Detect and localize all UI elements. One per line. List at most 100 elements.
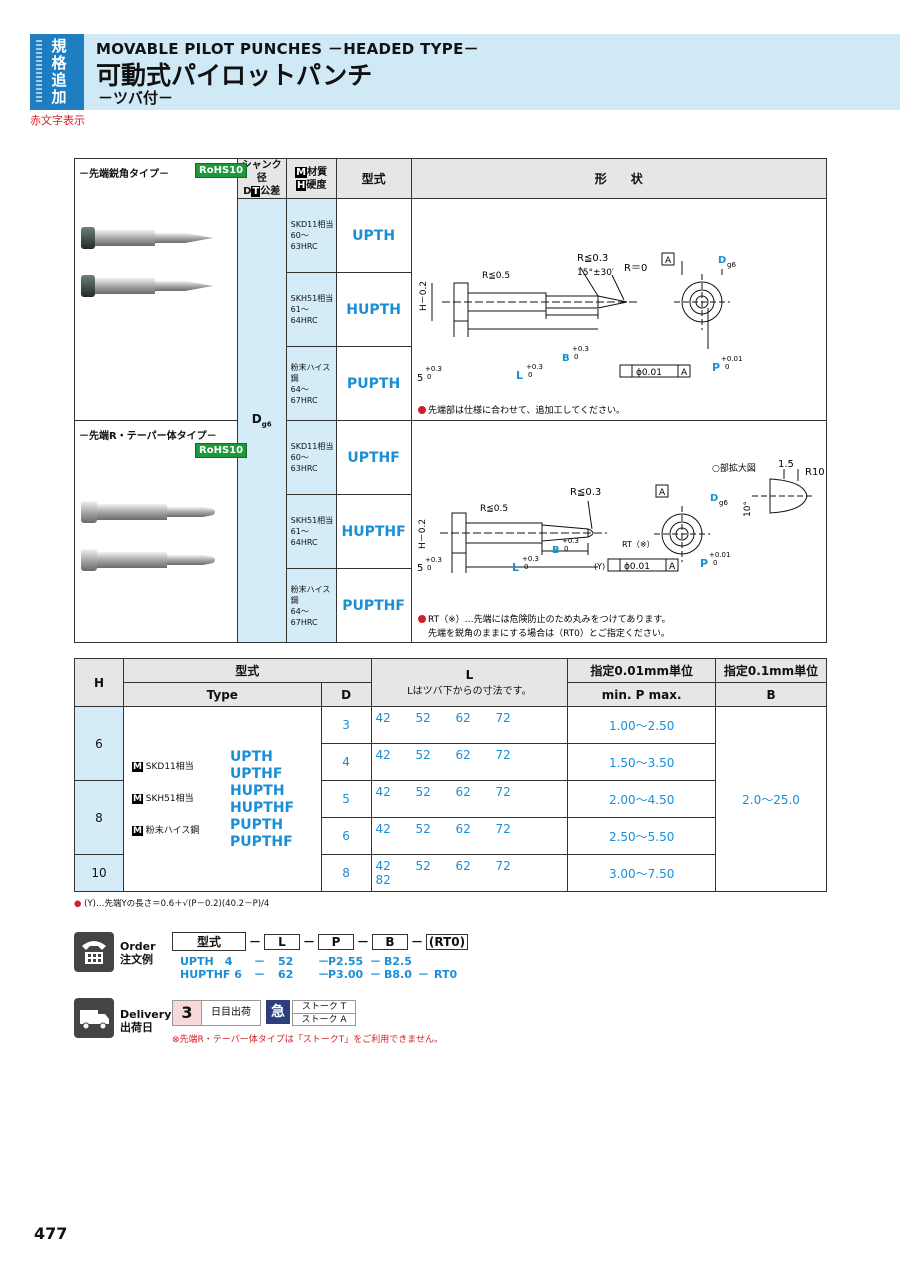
svg-text:+0.3: +0.3 <box>522 555 539 563</box>
p-range: 2.00～4.50 <box>567 780 717 818</box>
svg-text:L: L <box>512 561 519 574</box>
svg-text:g6: g6 <box>719 499 728 507</box>
d-value: 8 <box>320 854 372 892</box>
svg-text:0: 0 <box>574 353 578 361</box>
svg-text:A: A <box>681 368 688 378</box>
delivery-days-label: 日目出荷 <box>201 1000 261 1026</box>
svg-text:R≦0.5: R≦0.5 <box>480 504 508 514</box>
h-header: H <box>74 658 124 707</box>
truck-icon <box>74 998 114 1038</box>
title-japanese: 可動式パイロットパンチ <box>96 61 373 90</box>
type-header-en: Type <box>122 682 322 707</box>
p-range: 3.00～7.50 <box>567 854 717 892</box>
svg-text:先端を鋭角のままにする場合は（RT0）とご指定ください。: 先端を鋭角のままにする場合は（RT0）とご指定ください。 <box>428 627 670 639</box>
svg-text:0: 0 <box>528 371 532 379</box>
svg-text:P: P <box>712 361 720 374</box>
svg-text:10°: 10° <box>743 501 753 517</box>
svg-text:1.5: 1.5 <box>778 459 794 470</box>
svg-text:+0.3: +0.3 <box>425 365 442 373</box>
svg-text:5: 5 <box>417 563 423 574</box>
p-range: 2.50～5.50 <box>567 817 717 855</box>
h-value: 8 <box>74 780 124 855</box>
type-upth: UPTH <box>335 198 412 273</box>
sharp-punch-photo <box>81 226 213 297</box>
h-value: 6 <box>74 706 124 781</box>
shape-header: 形 状 <box>410 158 828 199</box>
svg-text:D: D <box>718 255 726 266</box>
svg-text:R≦0.5: R≦0.5 <box>482 271 510 281</box>
svg-text:R＝0: R＝0 <box>624 263 647 274</box>
svg-text:+0.01: +0.01 <box>709 551 730 559</box>
svg-text:0: 0 <box>713 559 717 567</box>
svg-text:A: A <box>665 256 672 266</box>
svg-text:R≦0.3: R≦0.3 <box>570 487 601 498</box>
page-number: 477 <box>34 1224 68 1243</box>
type-header: 型式 <box>335 158 412 199</box>
photo-cell-taper: －先端R・テーパー体タイプ－ RoHS10 <box>74 420 248 643</box>
b-unit-header: 指定0.1mm単位 <box>715 658 827 683</box>
svg-text:+0.01: +0.01 <box>721 355 742 363</box>
svg-text:L: L <box>516 369 523 382</box>
svg-text:0: 0 <box>427 564 431 572</box>
phone-icon <box>74 932 114 972</box>
material-list: M SKD11相当 M SKH51相当 M 粉末ハイス鋼 <box>131 762 200 836</box>
delivery-note: ⊗先端R・テーパー体タイプは「ストークT」をご利用できません。 <box>172 1035 443 1045</box>
svg-text:R10: R10 <box>805 467 825 478</box>
photo-cell-sharp <box>74 198 238 421</box>
subtitle: －ツバ付－ <box>98 89 174 107</box>
type-hupthf: HUPTHF <box>335 494 412 569</box>
d-value: 6 <box>320 817 372 855</box>
svg-text:先端部は仕様に合わせて、追加工してください。: 先端部は仕様に合わせて、追加工してください。 <box>428 404 625 416</box>
p-header: min. P max. <box>567 682 717 707</box>
svg-text:D: D <box>710 493 718 504</box>
d-value: 3 <box>320 706 372 744</box>
group-label-taper: －先端R・テーパー体タイプ－ <box>79 431 217 442</box>
type-upthf: UPTHF <box>335 420 412 495</box>
d-value: 4 <box>320 743 372 781</box>
rohs-badge: RoHS10 <box>195 163 248 178</box>
svg-text:5: 5 <box>417 373 423 384</box>
svg-text:ϕ0.01: ϕ0.01 <box>624 562 650 572</box>
svg-text:+0.3: +0.3 <box>572 345 589 353</box>
svg-text:B: B <box>552 545 560 556</box>
rohs-badge: RoHS10 <box>195 443 248 458</box>
svg-text:0: 0 <box>524 563 528 571</box>
sharp-drawing-svg: R≦0.5 R≦0.3 15°±30′ R＝0 H－0.2 5 +0.3 0 L… <box>417 252 742 416</box>
d-header: D <box>320 682 372 707</box>
y-length-footnote: ● (Y)…先端Yの長さ＝0.6＋√(P－0.2)(40.2－P)/4 <box>74 899 270 909</box>
svg-text:+0.3: +0.3 <box>425 556 442 564</box>
svg-text:P: P <box>700 557 708 570</box>
svg-text:g6: g6 <box>727 261 736 269</box>
b-range: 2.0～25.0 <box>715 706 827 892</box>
spec-table: －先端鋭角タイプ－ RoHS10 シャンク径 DT公差 M材質 H硬度 型式 形… <box>74 158 828 643</box>
type-pupthf: PUPTHF <box>335 568 412 643</box>
group-label-sharp: －先端鋭角タイプ－ <box>79 169 169 180</box>
svg-text:H－0.2: H－0.2 <box>418 519 428 549</box>
p-unit-header: 指定0.01mm単位 <box>567 658 717 683</box>
delivery-days: 3 <box>172 1000 202 1026</box>
header-band <box>32 34 900 110</box>
quick-badge: 急 <box>266 1000 290 1024</box>
type-header-jp: 型式 <box>122 658 372 683</box>
drawing-sharp: R≦0.5 R≦0.3 15°±30′ R＝0 H－0.2 5 +0.3 0 L… <box>410 198 828 421</box>
b-header: B <box>715 682 827 707</box>
svg-text:0: 0 <box>564 545 568 553</box>
badge-stripes <box>36 40 42 104</box>
shank-value: Dg6 <box>236 198 287 643</box>
svg-text:B: B <box>562 353 570 364</box>
